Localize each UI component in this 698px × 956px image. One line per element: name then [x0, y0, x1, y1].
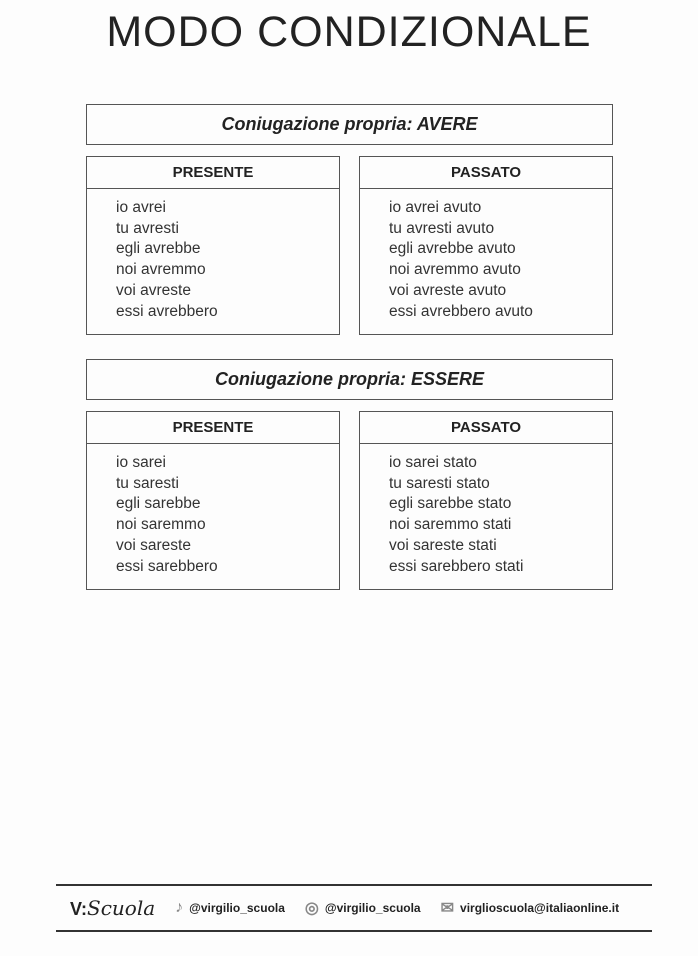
conjugation-row: noi saremmo [116, 516, 206, 534]
conjugation-row: egli sarebbe [116, 495, 201, 513]
conjugation-row: voi avreste [116, 281, 191, 299]
passato-table: PASSATO io avrei avuto tu avresti avuto egl… [359, 156, 613, 335]
footer: V:Scuola ♪ @virgilio_scuola ◎ @virgilio_sc… [56, 884, 652, 932]
conjugation-row: io avrei avuto [389, 199, 482, 216]
conjugation-row: io sarei stato [389, 454, 477, 471]
email-link[interactable]: ✉ virglioscuola@italiaonline.it [441, 898, 619, 918]
logo-word: Scuola [87, 896, 156, 920]
mail-icon: ✉ [440, 900, 455, 917]
conjugation-row: noi avremmo [116, 261, 206, 279]
tiktok-link[interactable]: ♪ @virgilio_scuola [175, 899, 285, 917]
conjugation-row: voi sareste [116, 536, 191, 554]
instagram-icon: ◎ [304, 900, 319, 917]
conjugation-row: essi avrebbero [116, 302, 218, 320]
conjugation-row: io avrei [116, 199, 166, 216]
section-heading: Coniugazione propria: AVERE [86, 104, 613, 145]
conjugation-row: essi avrebbero avuto [389, 302, 533, 320]
logo-prefix: V: [70, 899, 88, 919]
conjugation-row: egli avrebbe avuto [389, 240, 516, 258]
conjugation-row: noi saremmo stati [389, 516, 512, 534]
conjugation-row: noi avremmo avuto [389, 261, 521, 279]
tiktok-handle: @virgilio_scuola [189, 901, 285, 915]
table-header: PASSATO [360, 412, 612, 444]
presente-table: PRESENTE io sarei tu saresti egli sarebbe no… [86, 411, 340, 590]
conjugation-row: voi avreste avuto [389, 281, 507, 299]
conjugation-row: egli sarebbe stato [389, 495, 512, 513]
conjugation-row: tu avresti [116, 219, 179, 237]
conjugation-row: essi sarebbero stati [389, 557, 524, 575]
presente-table: PRESENTE io avrei tu avresti egli avrebbe no… [86, 156, 340, 335]
section-heading: Coniugazione propria: ESSERE [86, 359, 613, 400]
tiktok-icon: ♪ [175, 899, 184, 916]
conjugation-row: io sarei [116, 454, 166, 471]
table-header: PRESENTE [87, 157, 339, 189]
instagram-link[interactable]: ◎ @virgilio_scuola [305, 898, 421, 918]
passato-table: PASSATO io sarei stato tu saresti stato egl… [359, 411, 613, 590]
email-address: virglioscuola@italiaonline.it [460, 901, 620, 915]
conjugation-row: tu saresti stato [389, 474, 490, 492]
page-title: MODO CONDIZIONALE [106, 8, 592, 56]
instagram-handle: @virgilio_scuola [324, 901, 421, 915]
table-header: PASSATO [360, 157, 612, 189]
conjugation-row: egli avrebbe [116, 240, 201, 258]
table-header: PRESENTE [87, 412, 339, 444]
conjugation-row: tu avresti avuto [389, 219, 495, 237]
conjugation-row: voi sareste stati [389, 536, 497, 554]
conjugation-row: essi sarebbero [116, 557, 218, 575]
conjugation-row: tu saresti [116, 474, 179, 492]
logo: V:Scuola [70, 896, 155, 920]
